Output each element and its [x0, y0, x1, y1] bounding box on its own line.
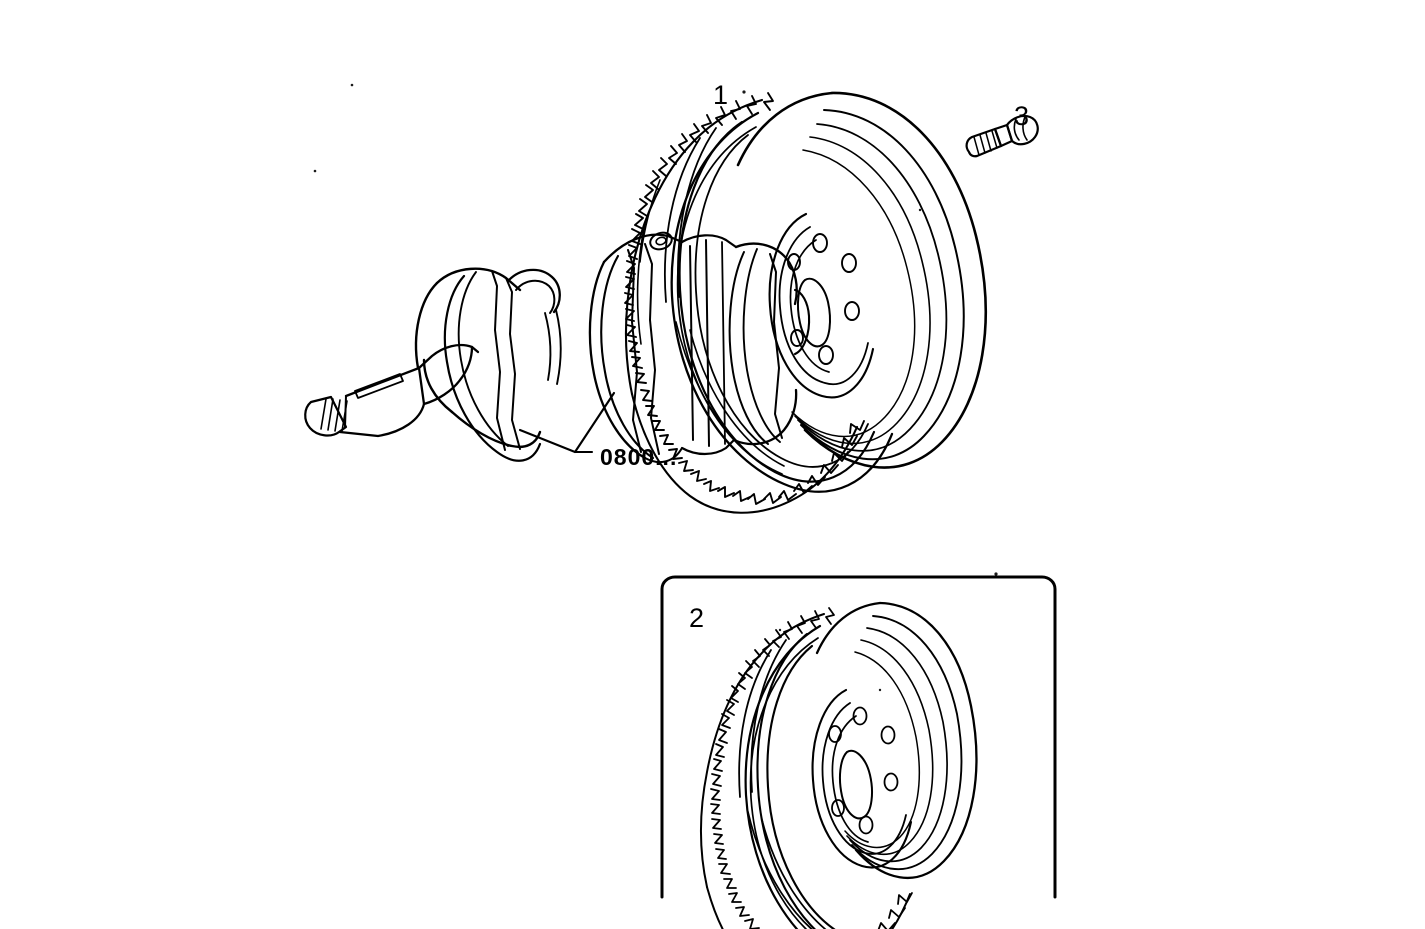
callout-2-label: 2 [689, 603, 704, 633]
flywheel-hub-flange [768, 212, 875, 399]
inset-flywheel-face [738, 632, 836, 929]
main-assembly-group [304, 91, 1039, 514]
callout-3-label: 3 [1014, 101, 1029, 131]
crankshaft [304, 231, 811, 464]
flywheel-mounting-bolt [965, 114, 1039, 158]
callout-1-label: 1 [713, 80, 728, 110]
inset-box-border [660, 575, 1057, 899]
scan-artifacts [313, 83, 998, 692]
ring-gear-teeth-lower [640, 389, 865, 505]
inset-gear-teeth-upper [710, 607, 835, 875]
flywheel-body [736, 91, 987, 469]
inset-ring-gear [700, 607, 913, 929]
inset-detail-view: 2 [660, 575, 1057, 929]
inset-flywheel-body [815, 601, 978, 879]
inset-hub-flange [811, 688, 913, 869]
ring-gear-teeth-upper [624, 92, 774, 384]
group-reference-label: 0800... [600, 444, 677, 470]
annotation-layer-main: 0800... 1 3 [518, 80, 1029, 470]
